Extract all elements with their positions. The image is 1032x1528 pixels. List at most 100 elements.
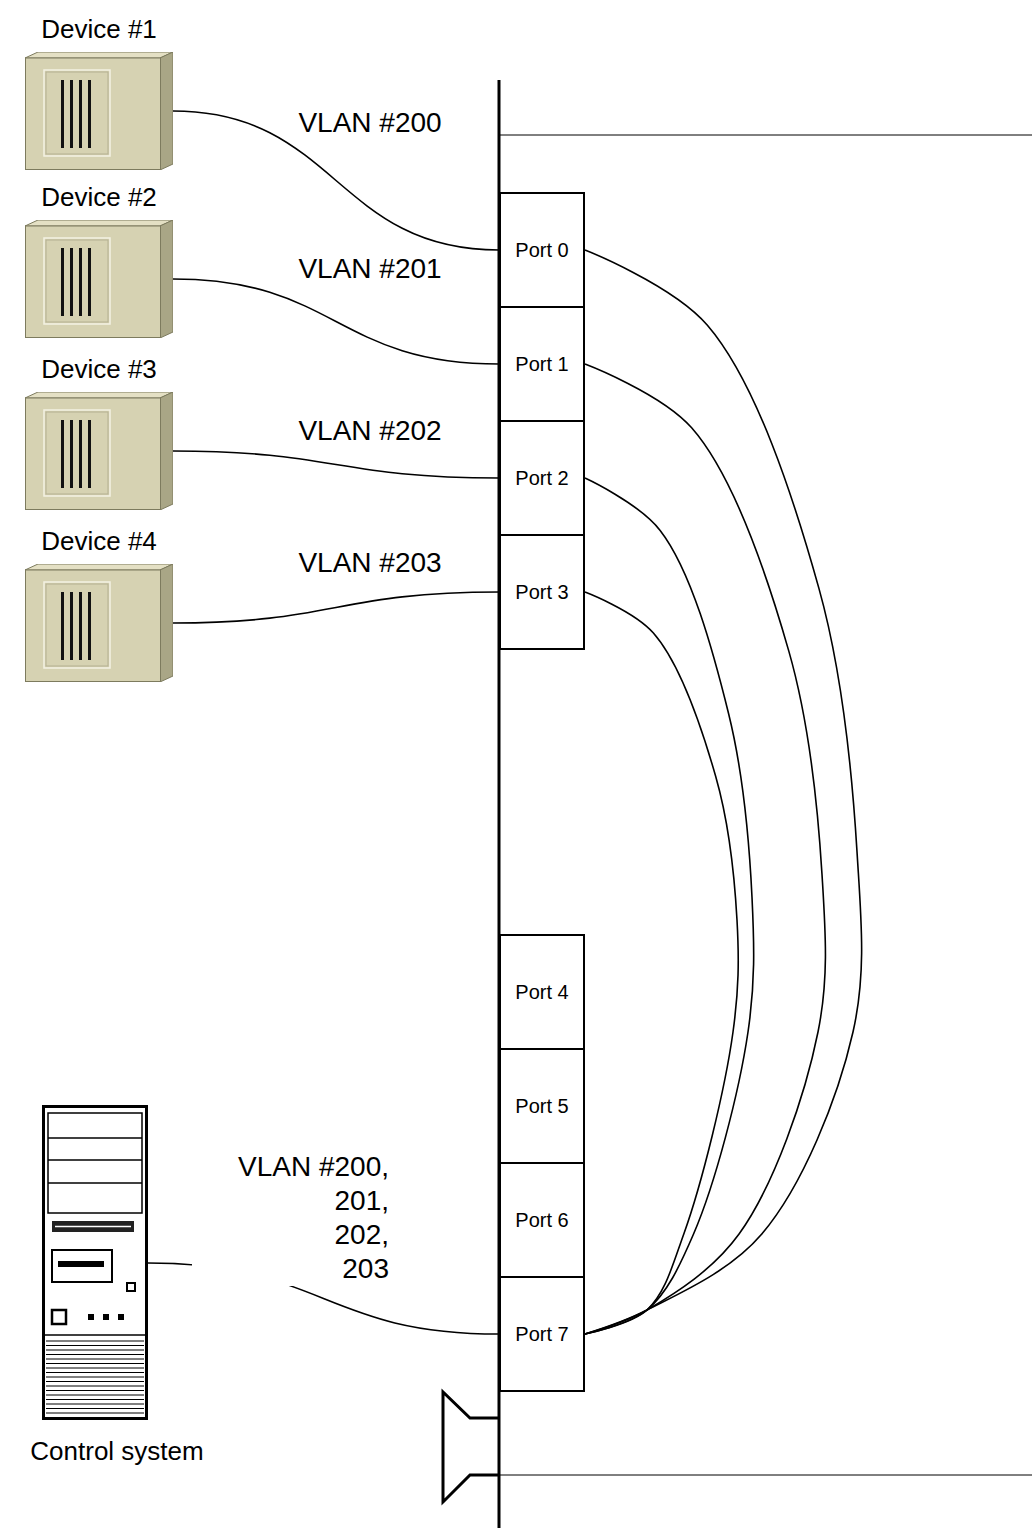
server-vent-bar xyxy=(70,248,73,316)
backplane-link xyxy=(585,478,754,1334)
port-label: Port 5 xyxy=(515,1094,568,1118)
server-vent-bar xyxy=(88,248,91,316)
server-icon xyxy=(25,564,173,682)
tower-vent-line xyxy=(46,1390,144,1391)
tower-vent-line xyxy=(46,1345,144,1346)
port-label: Port 0 xyxy=(515,238,568,262)
tower-button xyxy=(52,1310,66,1324)
tower-bay-line xyxy=(48,1137,142,1139)
server-panel-inner xyxy=(46,412,108,494)
port-box: Port 2 xyxy=(499,420,585,536)
tower-vent-line xyxy=(46,1368,144,1369)
tower-vent-line xyxy=(46,1386,144,1387)
server-side xyxy=(160,564,173,682)
vlan-cable xyxy=(173,451,499,478)
server-icon xyxy=(25,220,173,338)
server-vent-bar xyxy=(79,592,82,660)
server-vent-bar xyxy=(88,80,91,148)
port-label: Port 4 xyxy=(515,980,568,1004)
control-system-node: Control system xyxy=(27,1100,207,1470)
device-label: Device #2 xyxy=(25,180,173,214)
tower-floppy xyxy=(52,1250,112,1282)
ejector-handle xyxy=(443,1392,499,1502)
server-icon xyxy=(25,52,173,170)
server-vent-bar xyxy=(70,420,73,488)
tower-vent-line xyxy=(46,1395,144,1396)
tower-bay-line xyxy=(48,1159,142,1161)
port-label: Port 7 xyxy=(515,1322,568,1346)
device-label: Device #4 xyxy=(25,524,173,558)
computer-tower-icon xyxy=(42,1105,148,1421)
tower-drive-gap xyxy=(55,1226,131,1228)
server-panel xyxy=(44,582,110,668)
port-box: Port 0 xyxy=(499,192,585,308)
tower-vent-line xyxy=(46,1372,144,1373)
backplane-link xyxy=(585,250,862,1334)
server-front xyxy=(26,58,161,170)
tower-bays xyxy=(48,1113,142,1213)
backplane-link xyxy=(585,364,825,1334)
server-vent-bar xyxy=(79,80,82,148)
server-vent-bar xyxy=(88,420,91,488)
tower-bay-line xyxy=(48,1182,142,1184)
server-vent-bar xyxy=(79,420,82,488)
server-vent-bar xyxy=(61,248,64,316)
port-box: Port 1 xyxy=(499,306,585,422)
vlan-label: VLAN #203 xyxy=(287,546,453,580)
server-panel-inner xyxy=(46,584,108,666)
port-label: Port 6 xyxy=(515,1208,568,1232)
vlan-cable xyxy=(173,279,499,364)
port-box: Port 6 xyxy=(499,1162,585,1278)
device-node: Device #2 xyxy=(25,180,173,338)
backplane-link xyxy=(585,592,738,1334)
server-vent-bar xyxy=(70,80,73,148)
device-node: Device #4 xyxy=(25,524,173,682)
port-box: Port 4 xyxy=(499,934,585,1050)
server-panel xyxy=(44,70,110,156)
tower-dot xyxy=(88,1314,94,1320)
device-label: Device #1 xyxy=(25,12,173,46)
server-front xyxy=(26,570,161,682)
tower-vent-line xyxy=(46,1408,144,1409)
chassis-bottom-edge xyxy=(499,1475,1032,1476)
tower-vent-line xyxy=(46,1404,144,1405)
server-side xyxy=(160,220,173,338)
server-front xyxy=(26,226,161,338)
server-panel xyxy=(44,238,110,324)
server-top xyxy=(25,392,173,398)
port-label: Port 2 xyxy=(515,466,568,490)
server-vent-bar xyxy=(61,420,64,488)
device-node: Device #3 xyxy=(25,352,173,510)
tower-dot xyxy=(103,1314,109,1320)
vlan-cable xyxy=(173,592,499,623)
server-top xyxy=(25,52,173,58)
device-label: Device #3 xyxy=(25,352,173,386)
chassis-top-edge xyxy=(499,135,1032,136)
tower-vent-line xyxy=(46,1399,144,1400)
tower-led xyxy=(127,1283,135,1291)
server-icon xyxy=(25,392,173,510)
server-vent-bar xyxy=(61,80,64,148)
server-side xyxy=(160,392,173,510)
server-front xyxy=(26,398,161,510)
tower-vent-line xyxy=(46,1413,144,1414)
tower-vent-line xyxy=(46,1363,144,1364)
server-vent-bar xyxy=(70,592,73,660)
device-label: Control system xyxy=(27,1435,207,1467)
tower-divider xyxy=(45,1334,145,1336)
server-panel xyxy=(44,410,110,496)
server-top xyxy=(25,564,173,570)
vlan-label: VLAN #202 xyxy=(287,414,453,448)
port-label: Port 1 xyxy=(515,352,568,376)
tower-floppy-slot xyxy=(58,1261,104,1267)
server-vent-bar xyxy=(88,592,91,660)
port-box: Port 3 xyxy=(499,534,585,650)
tower-dot xyxy=(118,1314,124,1320)
port-box: Port 7 xyxy=(499,1276,585,1392)
port-box: Port 5 xyxy=(499,1048,585,1164)
server-panel-inner xyxy=(46,240,108,322)
server-vent-bar xyxy=(79,248,82,316)
tower-vent-line xyxy=(46,1381,144,1382)
port-label: Port 3 xyxy=(515,580,568,604)
server-panel-inner xyxy=(46,72,108,154)
